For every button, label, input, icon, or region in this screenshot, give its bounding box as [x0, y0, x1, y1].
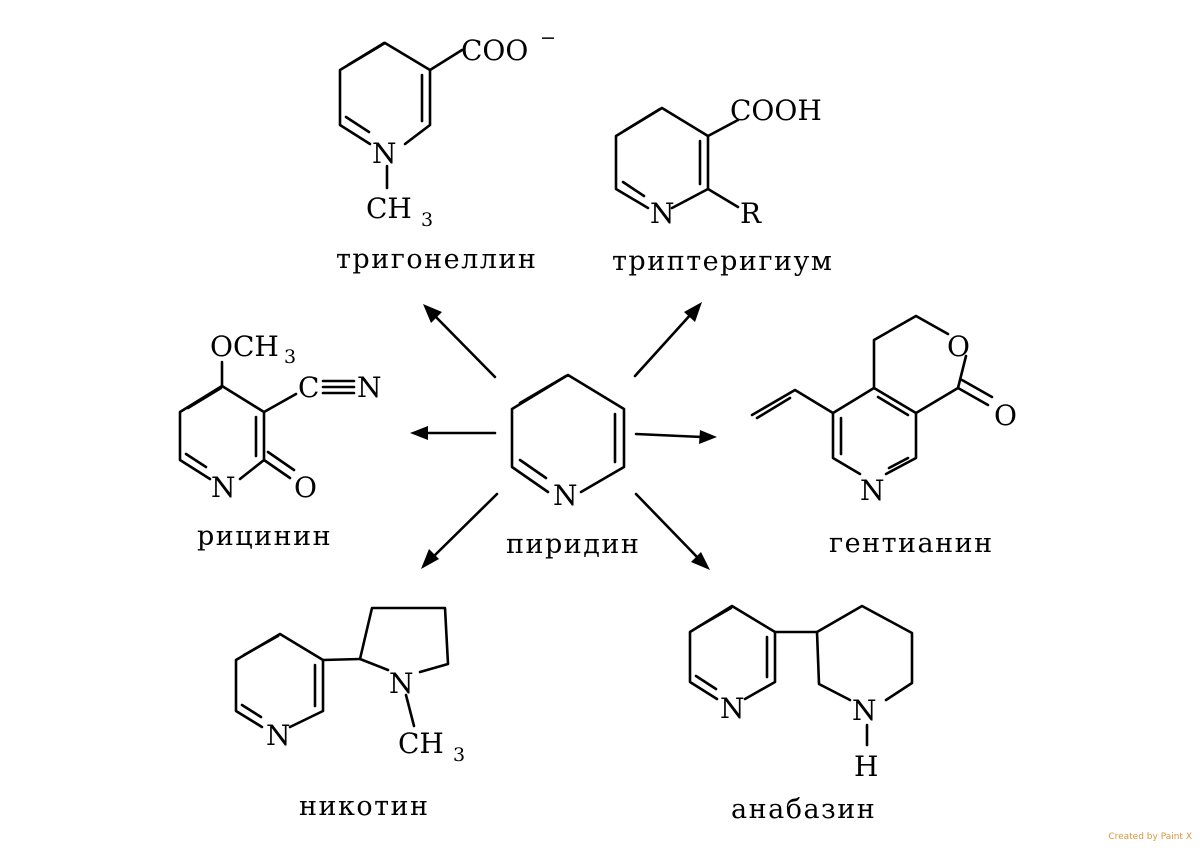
anabasine-structure: N N H [688, 604, 914, 783]
atom-label-o-ring: O [947, 330, 970, 363]
gentianine-lactone-bonds [872, 314, 950, 390]
ricinine-carbonyl-bond [262, 458, 292, 480]
caption-nicotine: никотин [299, 791, 430, 822]
gentianine-carbonyl-bond [960, 378, 994, 399]
atom-label-subscript: 3 [421, 209, 433, 231]
ricinine-bond-nitrile [262, 392, 298, 414]
trigonelline-bond-coo [428, 48, 464, 72]
reaction-arrows [410, 302, 717, 570]
atom-label-n-nitrile: N [357, 371, 382, 404]
trigonelline-double-bond [344, 115, 371, 134]
tripterygium-bond-cooh [706, 118, 740, 138]
caption-pyridine: пиридин [506, 529, 640, 560]
caption-tripterygium: триптеригиум [612, 246, 833, 277]
anabasine-piperidine-bonds [815, 604, 914, 702]
nicotine-double-bond [240, 703, 263, 719]
gentianine-carbonyl-bond [956, 386, 990, 407]
pyridine-structure: N [510, 373, 626, 512]
pyridine-double-bond [518, 458, 548, 480]
trigonelline-double-bond [346, 41, 386, 67]
atom-label-n-piperidine: N [852, 694, 877, 727]
atom-label-cooh: COOH [730, 94, 822, 127]
caption-gentianine: гентианин [829, 528, 994, 559]
anabasine-pyridine-bonds [688, 604, 777, 701]
ricinine-double-bond [186, 386, 223, 410]
atom-label-n-pyrrolidine: N [389, 667, 414, 700]
atom-label-och: OCH [210, 330, 279, 363]
atom-label-c: C [298, 371, 319, 404]
caption-anabasine: анабазин [731, 794, 876, 825]
atom-label-o: O [294, 471, 317, 504]
gentianine-double-bond [887, 456, 910, 470]
ricinine-double-bond [184, 452, 208, 469]
atom-label-n: N [211, 471, 236, 504]
nicotine-bond-methyl [404, 693, 416, 728]
anabasine-double-bond [694, 674, 718, 691]
atom-label-n: N [372, 137, 397, 170]
arrow-to-ricinine [410, 426, 497, 440]
arrow-to-anabasine [634, 492, 710, 570]
atom-label-n-pyridine: N [720, 692, 745, 725]
tripterygium-bond-r [706, 187, 740, 209]
pyridine-double-bond [518, 374, 568, 405]
atom-label-coo: COO [461, 34, 528, 67]
atom-label-h: H [854, 750, 878, 783]
caption-trigonelline: тригонеллин [336, 244, 537, 275]
tripterygium-structure: COOH N R [614, 94, 822, 230]
atom-label-subscript: 3 [453, 744, 465, 766]
nicotine-pyrrolidine-bonds [358, 606, 450, 674]
atom-label-n: N [860, 474, 885, 507]
watermark: Created by Paint X [1108, 832, 1192, 842]
tripterygium-ring-bonds [614, 106, 710, 210]
arrow-to-nicotine [421, 492, 499, 569]
ricinine-structure: OCH 3 C N N O [178, 330, 382, 504]
ricinine-ring-bonds [178, 384, 266, 481]
gentianine-structure: O O N [750, 314, 1017, 507]
arrow-to-gentianine [634, 430, 717, 444]
anabasine-double-bond [696, 606, 733, 629]
atom-label-n: N [650, 197, 675, 230]
nicotine-link-bond [321, 657, 362, 662]
caption-ricinine: рицинин [197, 521, 332, 552]
nicotine-pyridine-bonds [234, 632, 325, 729]
tripterygium-double-bond [622, 107, 662, 133]
ricinine-carbonyl-bond [266, 450, 296, 472]
atom-label-n-pyridine: N [266, 719, 291, 752]
gentianine-vinyl-bonds [750, 388, 835, 417]
atom-label-r: R [740, 197, 762, 230]
pyridine-ring-bonds [510, 373, 626, 494]
nicotine-structure: N N CH 3 [234, 606, 465, 766]
atom-label-ch: CH [366, 192, 412, 225]
atom-label-o-carbonyl: O [994, 399, 1017, 432]
trigonelline-ring-bonds [338, 41, 432, 146]
atom-label-ch: CH [398, 727, 444, 760]
gentianine-vinyl-double-bond [755, 396, 792, 420]
atom-label-subscript: 3 [284, 346, 296, 368]
trigonelline-structure: COO − N CH 3 [338, 27, 556, 231]
arrow-to-tripterygium [633, 302, 702, 378]
nicotine-double-bond [242, 634, 280, 657]
atom-label-charge: − [540, 27, 556, 49]
arrow-to-trigonelline [423, 304, 497, 379]
atom-label-n: N [553, 479, 578, 512]
tripterygium-double-bond [621, 180, 646, 198]
gentianine-double-bond [876, 395, 910, 417]
gentianine-lactone-bonds [914, 354, 968, 415]
